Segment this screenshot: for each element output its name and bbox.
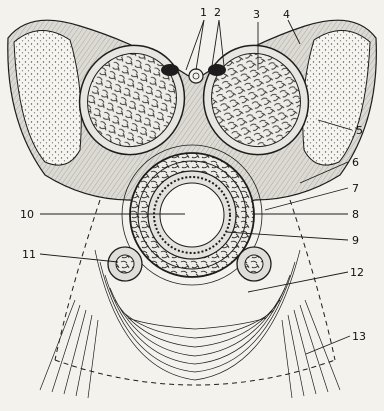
right-small-vessel xyxy=(237,247,271,281)
label-11: 11 xyxy=(22,248,36,261)
label-12: 12 xyxy=(350,266,364,279)
label-2: 2 xyxy=(214,6,221,19)
label-4: 4 xyxy=(283,8,290,21)
label-13: 13 xyxy=(352,330,366,343)
label-8: 8 xyxy=(352,208,359,221)
label-5: 5 xyxy=(356,124,363,137)
label-10: 10 xyxy=(20,208,34,221)
label-1: 1 xyxy=(200,6,207,19)
left-small-vessel xyxy=(108,247,142,281)
right-lateral-lobe xyxy=(303,30,370,165)
label-9: 9 xyxy=(352,234,359,247)
label-6: 6 xyxy=(352,156,359,169)
label-3: 3 xyxy=(253,8,260,21)
left-lateral-lobe xyxy=(14,30,81,165)
label-7: 7 xyxy=(352,182,359,195)
